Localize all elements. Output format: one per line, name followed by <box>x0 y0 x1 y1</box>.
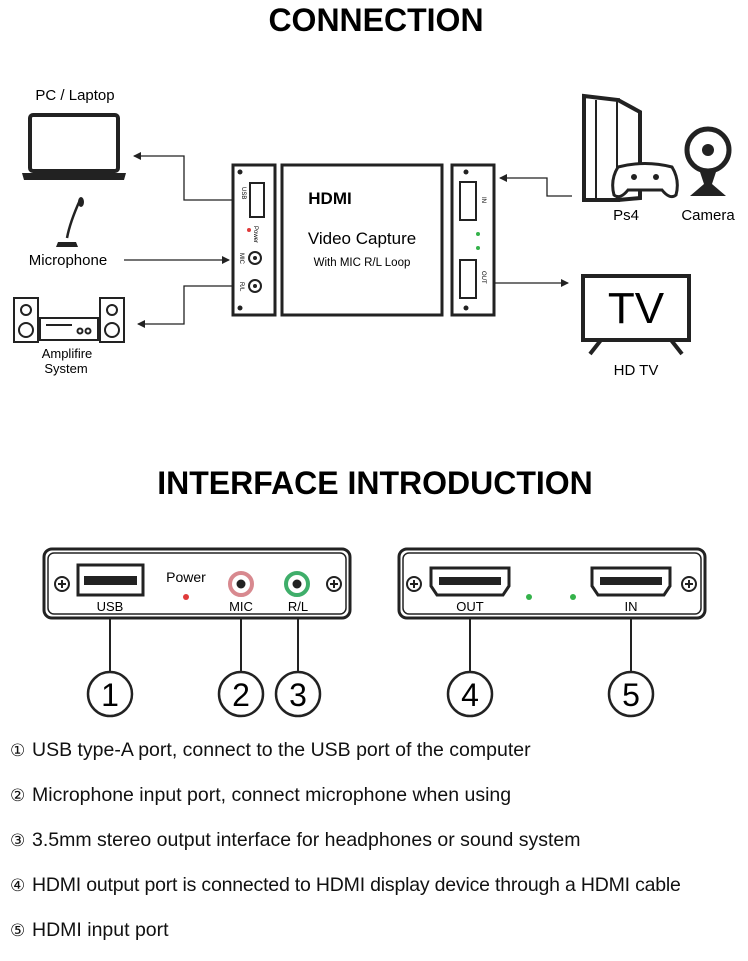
laptop-icon <box>22 113 126 180</box>
capture-device-right-panel: IN OUT <box>450 163 496 317</box>
connection-title: CONNECTION <box>268 2 483 38</box>
hdmi-out-port-icon <box>429 566 511 597</box>
hdmi-in-port-icon <box>590 566 672 597</box>
camera-label: Camera <box>681 207 735 224</box>
microphone-label: Microphone <box>29 252 107 269</box>
description-number: ⑤ <box>10 921 26 941</box>
interface-in-label: IN <box>625 599 638 614</box>
pc-label: PC / Laptop <box>35 87 114 104</box>
right-screw-icon <box>326 576 342 592</box>
camera-icon <box>684 126 732 196</box>
description-item: ③ 3.5mm stereo output interface for headp… <box>10 826 748 871</box>
right-panel-right-screw-icon <box>681 576 697 592</box>
interface-out-label: OUT <box>456 599 484 614</box>
callout-lines <box>109 617 632 673</box>
top-left-power-label: Power <box>252 226 258 243</box>
device-title: Video Capture <box>308 229 416 248</box>
hdmi-logo: HDMI <box>308 189 351 208</box>
interface-title: INTERFACE INTRODUCTION <box>157 465 593 501</box>
interface-rl-label: R/L <box>288 599 308 614</box>
callout-2: 2 <box>217 670 265 718</box>
interface-power-label: Power <box>166 569 206 585</box>
description-text: 3.5mm stereo output interface for headph… <box>32 829 581 851</box>
ps4-label: Ps4 <box>613 207 639 224</box>
connection-arrows <box>124 152 572 328</box>
description-text: USB type-A port, connect to the USB port… <box>32 739 531 761</box>
arrow-ps4-to-in <box>499 174 572 197</box>
callout-1-number: 1 <box>101 677 119 713</box>
top-left-usb-label: USB <box>240 187 246 199</box>
usb-port-icon <box>76 563 145 597</box>
callout-4: 4 <box>446 670 494 718</box>
green-led-1-icon <box>526 594 532 600</box>
ps4-controller-icon <box>611 162 679 199</box>
tv-label: HD TV <box>614 362 659 379</box>
tv-icon <box>581 274 691 356</box>
callout-2-number: 2 <box>232 677 250 713</box>
callout-3-number: 3 <box>289 677 307 713</box>
top-left-mic-label: MIC <box>238 253 244 265</box>
description-text: HDMI output port is connected to HDMI di… <box>32 874 681 896</box>
description-number: ② <box>10 786 26 806</box>
top-right-in-label: IN <box>480 197 486 203</box>
left-screw-icon <box>54 576 70 592</box>
arrow-rl-to-amp <box>137 285 233 328</box>
interface-mic-label: MIC <box>229 599 253 614</box>
right-panel-left-screw-icon <box>406 576 422 592</box>
callout-4-number: 4 <box>461 677 479 713</box>
description-list: ① USB type-A port, connect to the USB por… <box>10 736 748 961</box>
interface-left-panel: USB Power MIC R/L <box>42 547 352 620</box>
description-item: ① USB type-A port, connect to the USB por… <box>10 736 748 781</box>
description-item: ⑤ HDMI input port <box>10 916 748 961</box>
description-number: ④ <box>10 876 26 896</box>
callout-1: 1 <box>86 670 134 718</box>
description-number: ① <box>10 741 26 761</box>
mic-jack-icon <box>228 571 254 597</box>
rl-jack-icon <box>284 571 310 597</box>
callout-5: 5 <box>607 670 655 718</box>
amplifier-icon <box>13 297 125 343</box>
description-item: ② Microphone input port, connect micropho… <box>10 781 748 826</box>
top-left-rl-label: R/L <box>238 282 244 292</box>
green-led-2-icon <box>570 594 576 600</box>
interface-right-panel: OUT IN <box>397 547 707 620</box>
interface-usb-label: USB <box>97 599 124 614</box>
arrow-usb-to-pc <box>133 152 233 201</box>
device-subtitle: With MIC R/L Loop <box>314 257 411 269</box>
top-right-out-label: OUT <box>480 271 486 284</box>
callout-3: 3 <box>274 670 322 718</box>
amplifier-label-line1: Amplifire <box>42 346 93 361</box>
microphone-icon <box>56 197 84 247</box>
description-text: Microphone input port, connect microphon… <box>32 784 512 806</box>
description-item: ④ HDMI output port is connected to HDMI d… <box>10 871 748 916</box>
amplifier-label-line2: System <box>44 361 87 376</box>
tv-screen-text: TV <box>608 284 665 333</box>
capture-device-left-panel: USB Power MIC R/L <box>231 163 277 317</box>
callout-5-number: 5 <box>622 677 640 713</box>
description-number: ③ <box>10 831 26 851</box>
power-led-icon <box>183 594 189 600</box>
description-text: HDMI input port <box>32 919 169 941</box>
capture-device-body: HDMI Video Capture With MIC R/L Loop <box>280 163 444 317</box>
